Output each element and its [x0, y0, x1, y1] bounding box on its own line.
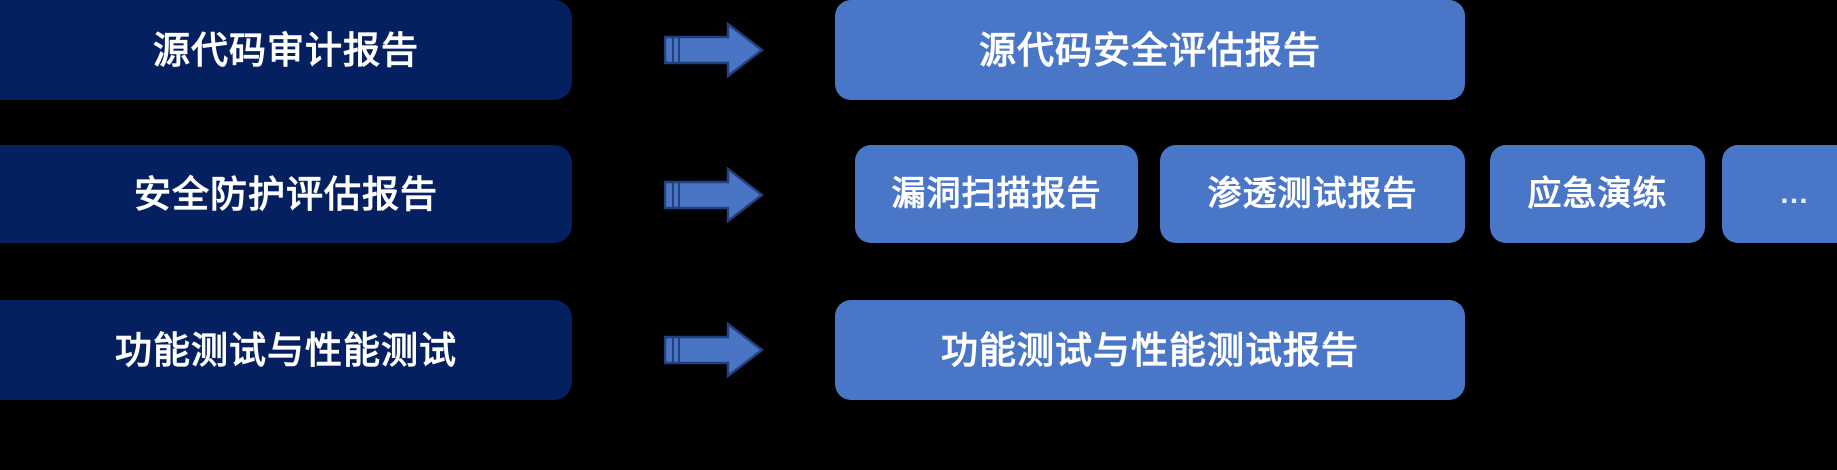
flow-row: 功能测试与性能测试 功能测试与性能测试报告 — [0, 300, 1837, 400]
output-box-label: 渗透测试报告 — [1207, 175, 1418, 213]
source-box[interactable]: 源代码审计报告 — [0, 0, 572, 100]
output-box[interactable]: 渗透测试报告 — [1160, 145, 1465, 243]
output-box[interactable]: 功能测试与性能测试报告 — [835, 300, 1465, 400]
output-box-label: 功能测试与性能测试报告 — [941, 329, 1359, 371]
output-box-label: 应急演练 — [1527, 175, 1668, 213]
flow-row: 源代码审计报告 源代码安全评估报告 — [0, 0, 1837, 100]
source-box-label: 功能测试与性能测试 — [115, 329, 457, 371]
flow-row: 安全防护评估报告 漏洞扫描报告 渗透测试报告 应急演练 … — [0, 145, 1837, 243]
ellipsis-label: … — [1779, 177, 1815, 210]
right-block-arrow-icon — [664, 322, 764, 378]
source-box[interactable]: 功能测试与性能测试 — [0, 300, 572, 400]
source-box-label: 源代码审计报告 — [153, 29, 419, 71]
output-box[interactable]: 应急演练 — [1490, 145, 1705, 243]
right-block-arrow-icon — [664, 167, 764, 223]
output-box-label: 源代码安全评估报告 — [979, 29, 1321, 71]
output-box-label: 漏洞扫描报告 — [891, 175, 1102, 213]
right-block-arrow-icon — [664, 22, 764, 78]
output-box-more[interactable]: … — [1722, 145, 1837, 243]
output-box[interactable]: 漏洞扫描报告 — [855, 145, 1138, 243]
output-box[interactable]: 源代码安全评估报告 — [835, 0, 1465, 100]
source-box[interactable]: 安全防护评估报告 — [0, 145, 572, 243]
source-box-label: 安全防护评估报告 — [134, 173, 438, 215]
